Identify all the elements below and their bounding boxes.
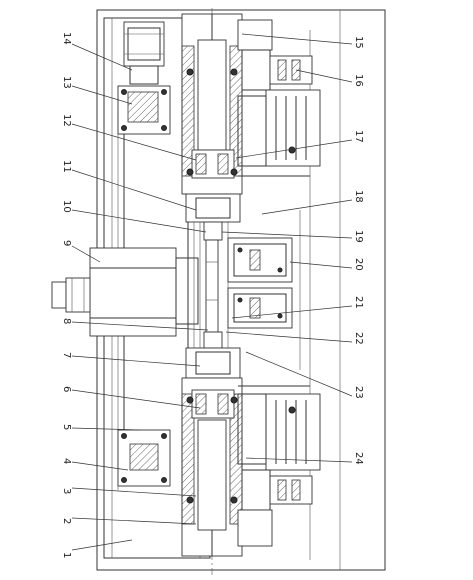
- callout-16: 16: [353, 74, 364, 87]
- right-clamp-boxes: [227, 237, 293, 329]
- upper-drive-unit: [237, 19, 321, 177]
- workpiece-shaft: [205, 239, 219, 333]
- callout-3: 3: [61, 488, 72, 494]
- upper-spindle-housing: [181, 13, 243, 195]
- callout-5: 5: [61, 424, 72, 430]
- callout-20: 20: [353, 258, 364, 271]
- top-gearbox: [117, 85, 171, 135]
- callout-12: 12: [61, 114, 72, 127]
- callout-8: 8: [61, 318, 72, 324]
- callout-13: 13: [61, 76, 72, 89]
- callout-23: 23: [353, 386, 364, 399]
- callout-10: 10: [61, 200, 72, 213]
- upper-chuck: [185, 193, 241, 241]
- callout-17: 17: [353, 130, 364, 143]
- callout-22: 22: [353, 332, 364, 345]
- callout-11: 11: [61, 160, 72, 173]
- callout-19: 19: [353, 230, 364, 243]
- callout-24: 24: [353, 452, 364, 465]
- callout-14: 14: [61, 32, 72, 45]
- lower-chuck: [185, 331, 241, 379]
- callout-15: 15: [353, 36, 364, 49]
- callout-21: 21: [353, 296, 364, 309]
- callout-6: 6: [61, 386, 72, 392]
- callout-4: 4: [61, 458, 72, 464]
- lower-spindle-housing: [181, 377, 243, 557]
- bottom-carriage: [117, 429, 171, 487]
- callout-1: 1: [61, 552, 72, 558]
- lower-drive-unit: [237, 385, 321, 547]
- leader-lines: [71, 33, 353, 551]
- top-motor: [123, 21, 165, 85]
- callout-labels: 1 2 3 4 5 6 7 8 9 10 11 12 13 14 15 16 1…: [61, 32, 364, 558]
- sliding-table: [51, 247, 199, 337]
- callout-9: 9: [61, 240, 72, 246]
- callout-18: 18: [353, 190, 364, 203]
- callout-7: 7: [61, 352, 72, 358]
- callout-2: 2: [61, 518, 72, 524]
